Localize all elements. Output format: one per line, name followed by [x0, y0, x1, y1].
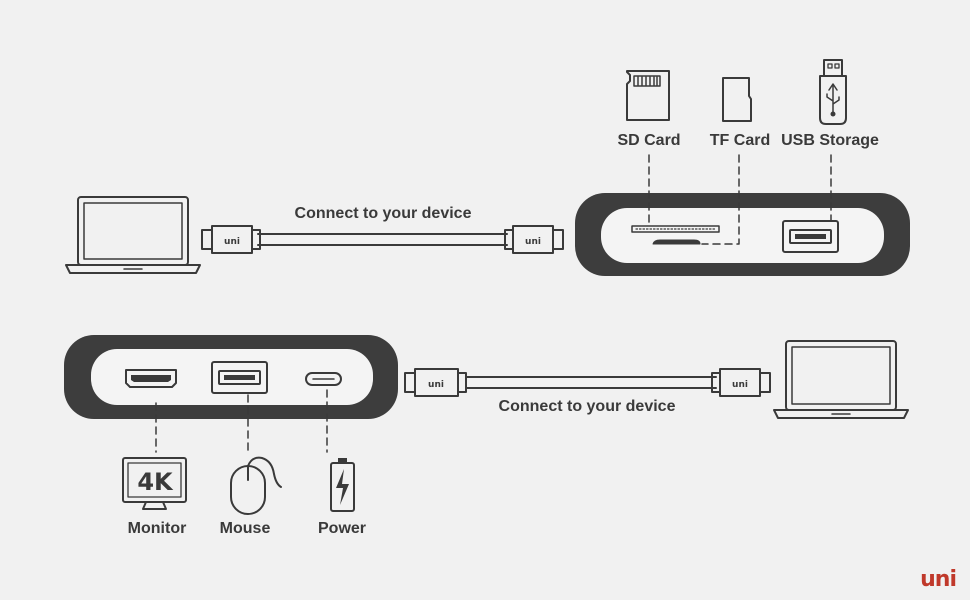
- video-usb-hub: [64, 335, 398, 419]
- sd-card-label: SD Card: [617, 132, 681, 149]
- monitor-4k-icon: 4K: [122, 457, 187, 510]
- laptop-icon-bottom: [773, 340, 909, 419]
- usb-drive-icon: [819, 59, 847, 125]
- tf-slot: [652, 239, 701, 245]
- cable-brand-mark: uni: [525, 237, 541, 247]
- micro-sd-card-icon: [722, 77, 752, 122]
- power-label: Power: [317, 520, 367, 537]
- usb-c-cable-bottom: uni uni: [404, 368, 771, 397]
- card-reader-hub: [575, 193, 910, 276]
- battery-icon: [330, 458, 355, 512]
- monitor-4k-text: 4K: [137, 468, 174, 496]
- usb-a-port: [782, 220, 839, 253]
- sd-card-icon: [626, 70, 670, 121]
- usb-storage-label: USB Storage: [781, 132, 879, 149]
- usb-c-cable-top: uni uni: [201, 225, 564, 254]
- monitor-label: Monitor: [127, 520, 187, 537]
- usb-c-port: [305, 372, 342, 386]
- connect-device-label-top: Connect to your device: [294, 205, 472, 222]
- sd-slot: [631, 225, 720, 233]
- usb-a-port: [211, 361, 268, 394]
- laptop-icon-top: [65, 196, 201, 274]
- cable-brand-mark: uni: [428, 380, 444, 390]
- cable-brand-mark: uni: [224, 237, 240, 247]
- cable-brand-mark: uni: [732, 380, 748, 390]
- mouse-icon: [230, 456, 282, 515]
- hdmi-port: [125, 369, 177, 388]
- connect-device-label-bottom: Connect to your device: [498, 398, 676, 415]
- tf-card-label: TF Card: [709, 132, 771, 149]
- brand-logo: uni: [920, 567, 957, 592]
- mouse-label: Mouse: [219, 520, 271, 537]
